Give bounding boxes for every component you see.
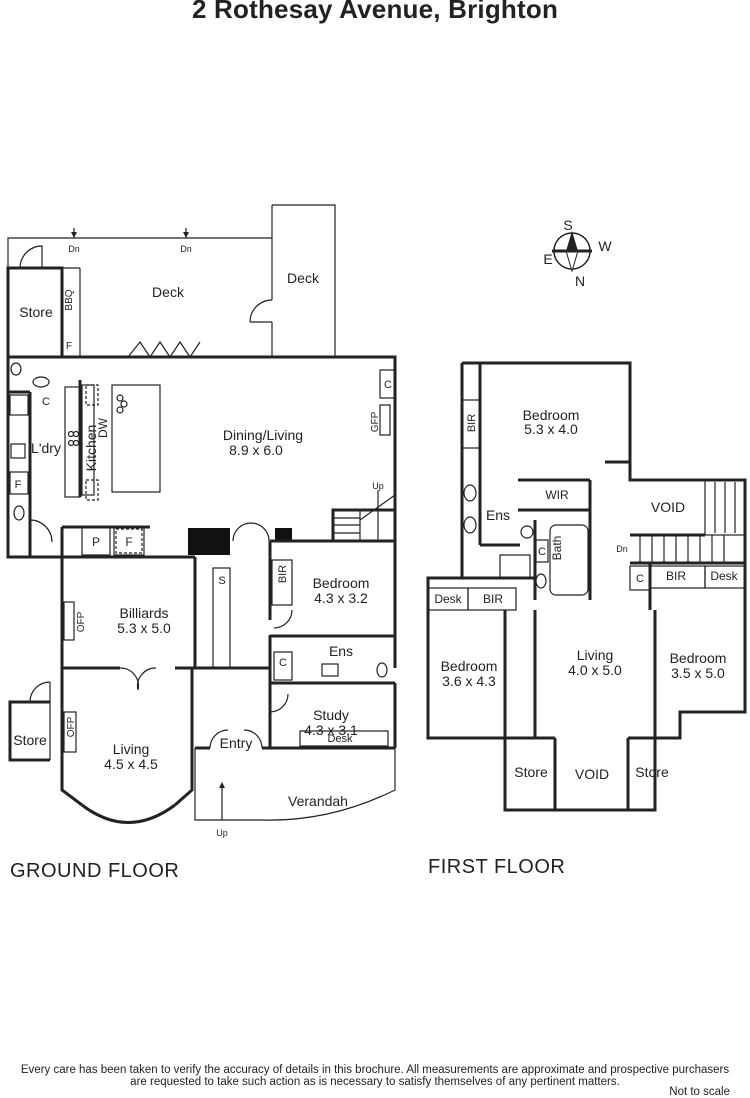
cupboard-label: C	[42, 396, 50, 408]
ground-floor-walls	[6, 204, 397, 824]
open-fireplace-label: OFP	[66, 716, 77, 737]
room-label-bedroom: Bedroom	[441, 658, 498, 674]
disclaimer-line: are requested to take such action as is …	[130, 1076, 620, 1088]
not-to-scale-note: Not to scale	[669, 1086, 730, 1098]
room-label-store: Store	[635, 764, 669, 780]
room-size-living: 4.5 x 4.5	[104, 756, 158, 772]
page-title: 2 Rothesay Avenue, Brighton	[191, 0, 559, 24]
fridge-label: F	[125, 535, 132, 549]
cupboard-label: C	[279, 657, 287, 669]
cupboard-label: C	[636, 573, 644, 585]
room-size-billiards: 5.3 x 5.0	[117, 620, 171, 636]
room-label-store: Store	[514, 764, 548, 780]
room-label-study: Study	[313, 707, 349, 723]
room-size-bedroom: 4.3 x 3.2	[314, 590, 368, 606]
room-size-bedroom: 3.6 x 4.3	[442, 673, 496, 689]
room-size-study: 4.3 x 3.1	[304, 722, 358, 738]
room-size-bedroom: 5.3 x 4.0	[524, 421, 578, 437]
fridge-label: F	[15, 479, 22, 491]
compass-north: N	[575, 273, 585, 289]
room-size-bedroom: 3.5 x 5.0	[671, 665, 725, 681]
room-label-living: Living	[113, 741, 150, 757]
open-fireplace-label: OFP	[76, 611, 87, 632]
room-label-deck: Deck	[287, 270, 320, 286]
ground-floor-label: GROUND FLOOR	[10, 860, 180, 882]
room-label-billiards: Billiards	[119, 605, 168, 621]
stair-up-label: Up	[372, 481, 384, 491]
room-label-living: Living	[577, 647, 614, 663]
room-label-verandah: Verandah	[288, 793, 348, 809]
fridge-label: F	[66, 341, 72, 352]
deck-dn-label: Dn	[68, 244, 80, 254]
room-label-bath: Bath	[550, 536, 564, 561]
disclaimer-line: Every care has been taken to verify the …	[20, 1064, 730, 1076]
first-floor-walls	[426, 361, 747, 812]
desk-label: Desk	[434, 592, 462, 606]
gas-fireplace-label: GFP	[370, 411, 381, 432]
room-label-entry: Entry	[220, 735, 253, 751]
room-size-dining-living: 8.9 x 6.0	[229, 442, 283, 458]
compass	[552, 231, 592, 273]
room-label-dining-living: Dining/Living	[223, 427, 303, 443]
void-label: VOID	[651, 499, 685, 515]
bir-label: BIR	[277, 565, 289, 583]
room-size-living: 4.0 x 5.0	[568, 662, 622, 678]
room-label-bedroom: Bedroom	[523, 407, 580, 423]
room-label-deck: Deck	[152, 284, 185, 300]
compass-south: S	[563, 217, 572, 233]
bir-label: BIR	[666, 569, 686, 583]
room-label-store: Store	[13, 732, 47, 748]
bir-label: BIR	[483, 592, 503, 606]
store-s-label: S	[218, 575, 225, 587]
room-label-ensuite: Ens	[486, 507, 510, 523]
cupboard-label: C	[384, 379, 392, 391]
desk-label: Desk	[327, 733, 353, 745]
disclaimer: Every care has been taken to verify the …	[0, 1064, 750, 1088]
verandah-up-label: Up	[216, 828, 228, 838]
room-label-laundry: L'dry	[31, 440, 61, 456]
deck-dn-label: Dn	[180, 244, 192, 254]
stair-dn-label: Dn	[616, 544, 628, 554]
room-label-kitchen: Kitchen	[83, 425, 99, 472]
room-label-ensuite: Ens	[329, 643, 353, 659]
cupboard-label: C	[538, 546, 546, 558]
room-label-bbq: BBQ	[64, 289, 75, 310]
dishwasher-label: DW	[96, 417, 110, 438]
first-floor-label: FIRST FLOOR	[428, 856, 566, 878]
void-label: VOID	[575, 766, 609, 782]
room-label-bedroom: Bedroom	[313, 575, 370, 591]
desk-label: Desk	[710, 569, 738, 583]
room-label-store: Store	[19, 304, 53, 320]
compass-east: E	[543, 251, 552, 267]
pantry-label: P	[92, 535, 100, 549]
bir-label: BIR	[466, 414, 478, 432]
compass-west: W	[598, 238, 612, 254]
wir-label: WIR	[545, 488, 569, 502]
room-label-bedroom: Bedroom	[670, 650, 727, 666]
